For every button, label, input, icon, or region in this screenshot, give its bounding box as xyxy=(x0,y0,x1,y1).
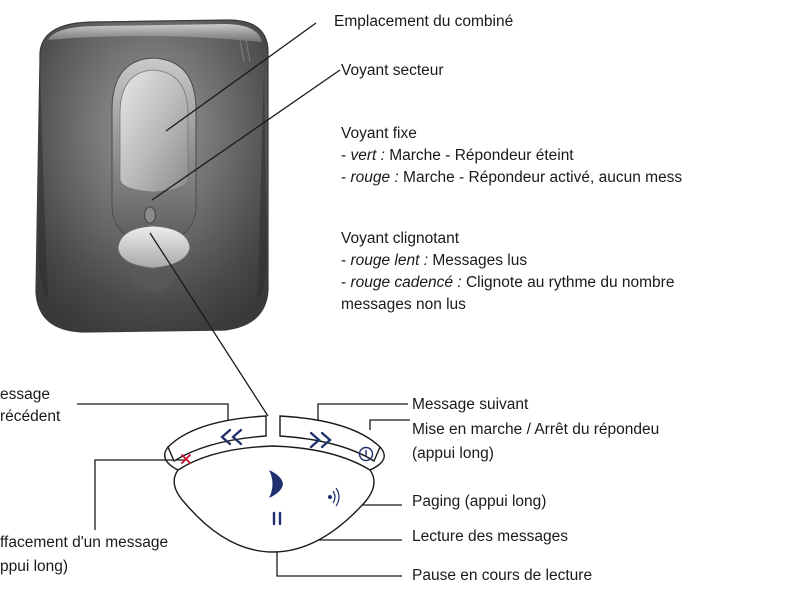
steady-green-key: vert : xyxy=(350,147,385,164)
steady-red-key: rouge : xyxy=(350,169,399,186)
blink-slow-line: - rouge lent : Messages lus xyxy=(341,252,528,269)
fast-forward-icon xyxy=(309,431,332,449)
cradle-label: Emplacement du combiné xyxy=(334,13,514,30)
onoff-label-2: (appui long) xyxy=(412,445,494,462)
delete-message-label-1: ffacement d'un message xyxy=(0,534,169,551)
previous-message-label-1: essage xyxy=(0,386,50,403)
delete-message-label-2: ppui long) xyxy=(0,558,69,575)
base-station xyxy=(35,19,269,333)
blink-fast-text: Clignote au rythme du nombre xyxy=(465,274,675,291)
play-messages-button[interactable] xyxy=(173,445,375,553)
power-led-indicator xyxy=(144,206,156,224)
paging-label: Paging (appui long) xyxy=(412,493,547,510)
steady-green-text: Marche - Répondeur éteint xyxy=(389,147,574,164)
pause-icon xyxy=(272,511,282,526)
blink-slow-key: rouge lent : xyxy=(350,252,429,269)
blink-led-title: Voyant clignotant xyxy=(341,230,460,247)
previous-message-label-2: récédent xyxy=(0,408,61,425)
steady-red-text: Marche - Répondeur activé, aucun mess xyxy=(403,169,683,186)
previous-message-button[interactable] xyxy=(167,415,267,463)
play-messages-label: Lecture des messages xyxy=(412,528,568,545)
paging-icon xyxy=(328,487,340,507)
steady-red-line: - rouge : Marche - Répondeur activé, auc… xyxy=(341,169,683,186)
play-icon xyxy=(269,470,283,498)
blink-fast-key: rouge cadencé : xyxy=(350,274,462,291)
steady-green-line: - vert : Marche - Répondeur éteint xyxy=(341,147,574,164)
next-message-label: Message suivant xyxy=(412,396,529,413)
power-led-label: Voyant secteur xyxy=(341,62,444,79)
power-toggle-icon xyxy=(358,446,374,462)
pause-label: Pause en cours de lecture xyxy=(412,567,593,584)
onoff-label-1: Mise en marche / Arrêt du répondeu xyxy=(412,421,660,438)
steady-led-title: Voyant fixe xyxy=(341,125,417,142)
blink-fast-line2: messages non lus xyxy=(341,296,466,313)
rewind-icon xyxy=(220,428,243,446)
delete-icon xyxy=(181,454,191,464)
blink-fast-line: - rouge cadencé : Clignote au rythme du … xyxy=(341,274,675,291)
blink-slow-text: Messages lus xyxy=(432,252,528,269)
